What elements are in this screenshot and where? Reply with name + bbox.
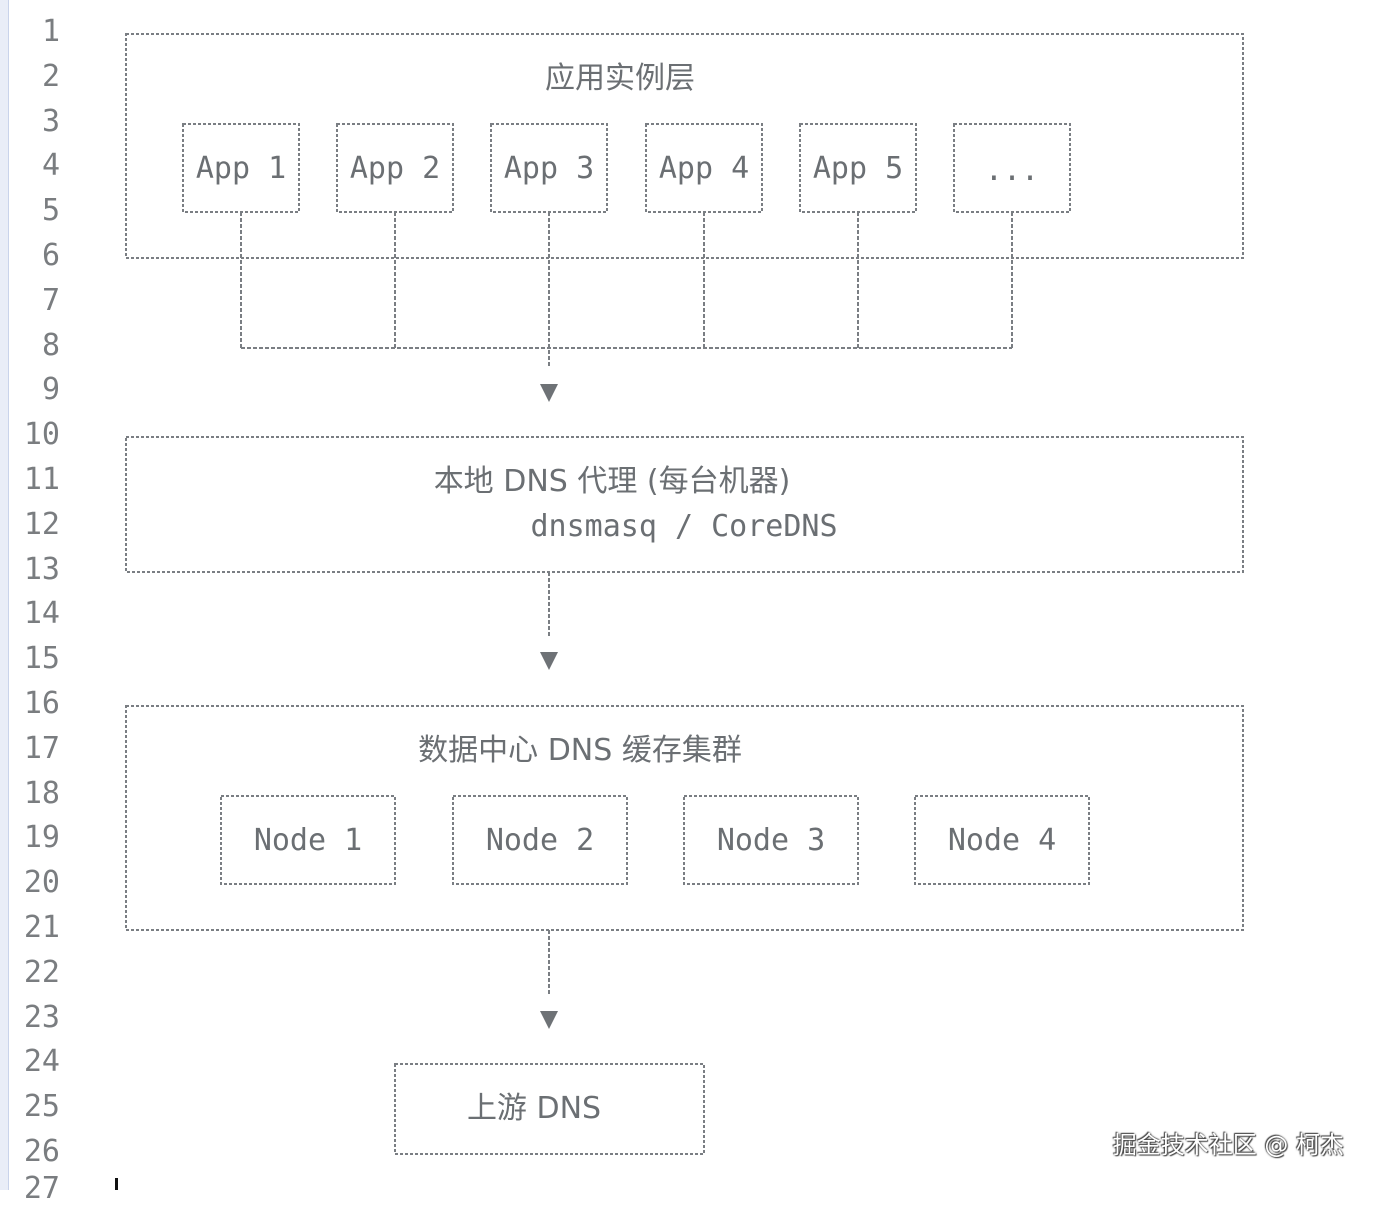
line-number: 15	[23, 641, 60, 676]
node-label: Node 3	[717, 823, 825, 858]
line-number: 6	[41, 238, 60, 273]
editor-gutter	[0, 0, 9, 1190]
line-number: 10	[23, 417, 60, 452]
app-label: ...	[985, 153, 1039, 188]
line-number: 18	[23, 776, 60, 811]
node-box	[220, 795, 396, 885]
line-number: 19	[23, 820, 60, 855]
local-proxy-title: 本地 DNS 代理 (每台机器)	[434, 464, 791, 499]
line-number: 13	[23, 552, 60, 587]
node-label: Node 2	[486, 823, 594, 858]
app-layer-title: 应用实例层	[545, 61, 695, 96]
app-label: App 1	[196, 151, 286, 186]
line-number: 21	[23, 910, 60, 945]
line-number: 23	[23, 1000, 60, 1035]
line-number: 9	[41, 372, 60, 407]
local-proxy-box	[125, 436, 1244, 573]
line-number: 14	[23, 596, 60, 631]
upstream-box	[394, 1063, 705, 1155]
arrow-down-icon	[540, 384, 558, 402]
line-number: 26	[23, 1134, 60, 1169]
line-number: 16	[23, 686, 60, 721]
dc-cluster-title: 数据中心 DNS 缓存集群	[418, 733, 742, 768]
line-number: 25	[23, 1089, 60, 1124]
arrow-down-icon	[540, 652, 558, 670]
text-cursor	[115, 1178, 118, 1190]
line-number: 7	[41, 283, 60, 318]
line-number: 12	[23, 507, 60, 542]
node-label: Node 1	[254, 823, 362, 858]
node-box	[914, 795, 1090, 885]
line-number: 8	[41, 328, 60, 363]
line-number: 22	[23, 955, 60, 990]
line-number: 3	[41, 104, 60, 139]
line-number: 24	[23, 1044, 60, 1079]
app-layer-box	[125, 33, 1244, 259]
node-label: Node 4	[948, 823, 1056, 858]
app-label: App 3	[504, 151, 594, 186]
local-proxy-subtitle: dnsmasq / CoreDNS	[530, 509, 837, 544]
upstream-title: 上游 DNS	[467, 1091, 601, 1126]
line-number: 11	[23, 462, 60, 497]
line-number: 5	[41, 193, 60, 228]
app-label: App 5	[813, 151, 903, 186]
dc-cluster-box	[125, 705, 1244, 931]
arrow-down-icon	[540, 1011, 558, 1029]
app-label: App 2	[350, 151, 440, 186]
line-number: 17	[23, 731, 60, 766]
line-number: 4	[41, 148, 60, 183]
app-label: App 4	[659, 151, 749, 186]
watermark: 掘金技术社区 @ 柯杰	[1112, 1131, 1344, 1159]
line-number: 1	[41, 14, 60, 49]
node-box	[452, 795, 628, 885]
line-number: 20	[23, 865, 60, 900]
node-box	[683, 795, 859, 885]
line-number: 2	[41, 59, 60, 94]
